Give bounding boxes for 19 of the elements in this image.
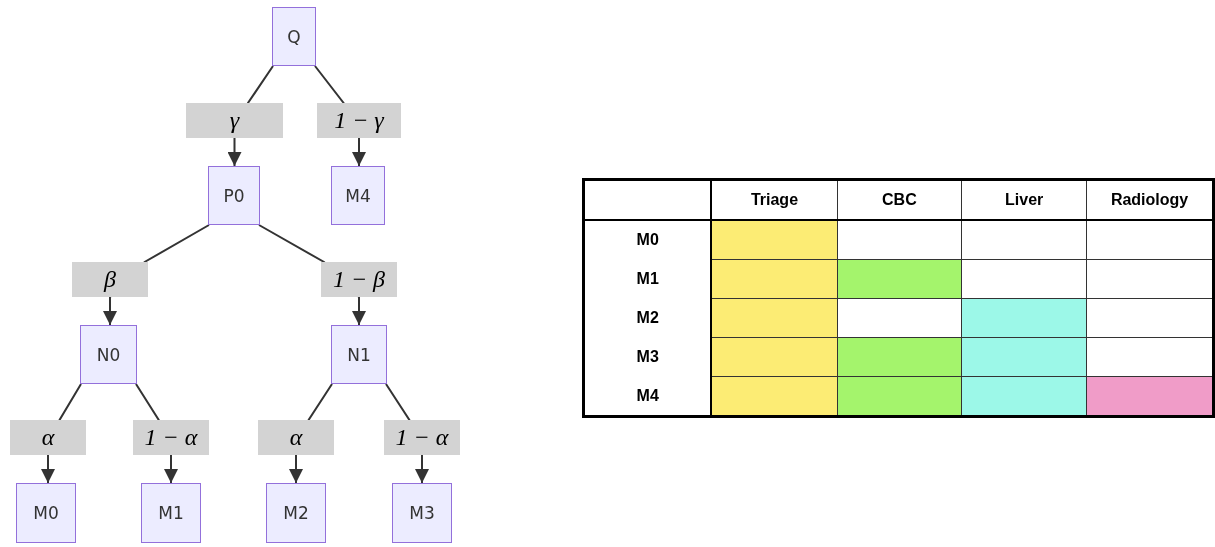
tree-node-box: M1 [141,483,201,543]
edge-label: α [10,420,86,455]
edge-label: β [72,262,148,297]
tree-node-box: Q [272,7,316,66]
edge-label: α [258,420,334,455]
column-header: Liver [961,179,1087,220]
tree-node-box: M2 [266,483,326,543]
tree-node-box: M3 [392,483,452,543]
edge-label: 1 − β [321,262,397,297]
tree-node-box: N1 [331,325,387,384]
tree-node-box: N0 [80,325,137,384]
edge-label: γ [186,103,283,138]
column-header: CBC [837,179,962,220]
edge-label: 1 − α [133,420,209,455]
edge-label: 1 − α [384,420,460,455]
tree-node-box: M0 [16,483,76,543]
edge-label: 1 − γ [317,103,401,138]
tree-node-box: M4 [331,166,385,225]
tree-node-box: P0 [208,166,260,225]
